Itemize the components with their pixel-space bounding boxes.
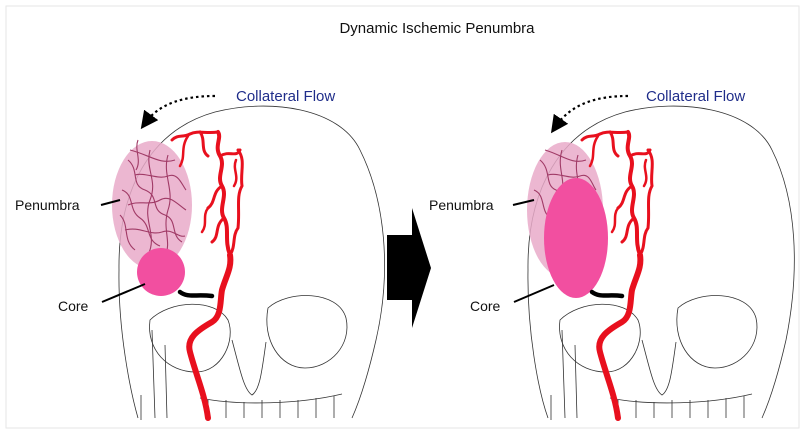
core-leader-left (102, 284, 145, 302)
panel-before: Collateral Flow Penumbra Core (15, 88, 385, 420)
core-leader-right (514, 285, 554, 302)
penumbra-label-left: Penumbra (15, 197, 80, 213)
occluded-vessel-left (180, 292, 212, 296)
occluded-vessel-right (592, 292, 622, 296)
core-region-right (544, 178, 608, 298)
core-label-right: Core (470, 298, 501, 314)
dotted-curved-arrow-icon (556, 96, 628, 126)
collateral-flow-label-right: Collateral Flow (646, 88, 745, 105)
core-label-left: Core (58, 298, 89, 314)
dotted-curved-arrow-icon (146, 96, 215, 122)
collateral-flow-label-left: Collateral Flow (236, 88, 335, 105)
panel-after: Collateral Flow Penumbra Core (429, 88, 794, 420)
penumbra-label-right: Penumbra (429, 197, 494, 213)
core-region-left (137, 248, 185, 296)
right-arrow-icon (387, 208, 431, 328)
diagram-title: Dynamic Ischemic Penumbra (339, 20, 535, 37)
